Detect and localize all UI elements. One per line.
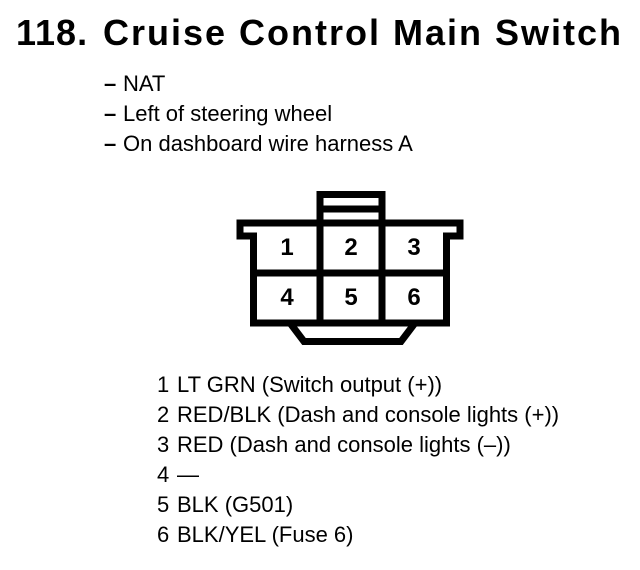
column-dividers xyxy=(316,194,386,323)
pin-description: RED/BLK (Dash and console lights (+)) xyxy=(177,402,560,427)
pin-cavity-4: 4 xyxy=(280,284,294,311)
section-number: 118. xyxy=(16,12,89,53)
pin-description: RED (Dash and console lights (–)) xyxy=(177,432,511,457)
pin-cavity-2: 2 xyxy=(344,234,358,261)
pin-legend-row: 2 RED/BLK (Dash and console lights (+)) xyxy=(157,400,559,430)
pin-number: 6 xyxy=(157,522,170,547)
pin-number: 2 xyxy=(157,402,170,427)
pin-description: LT GRN (Switch output (+)) xyxy=(177,372,443,397)
note-text: On dashboard wire harness A xyxy=(123,131,413,156)
note-line: – NAT xyxy=(104,69,413,99)
pin-legend-row: 4 — xyxy=(157,460,559,490)
pin-description: BLK (G501) xyxy=(177,492,294,517)
pin-number: 4 xyxy=(157,462,170,487)
note-line: – Left of steering wheel xyxy=(104,99,413,129)
pin-number: 1 xyxy=(157,372,170,397)
pin-legend-row: 6 BLK/YEL (Fuse 6) xyxy=(157,520,559,550)
pin-cavity-5: 5 xyxy=(344,284,358,311)
pin-cavity-3: 3 xyxy=(407,234,421,261)
connector-diagram: 1 2 3 4 5 6 xyxy=(225,185,475,350)
page-title: 118. Cruise Control Main Switch xyxy=(16,14,623,52)
pin-number: 5 xyxy=(157,492,170,517)
note-line: – On dashboard wire harness A xyxy=(104,129,413,159)
bottom-key-tab xyxy=(287,320,418,345)
pin-legend-row: 5 BLK (G501) xyxy=(157,490,559,520)
pin-cavity-6: 6 xyxy=(407,284,421,311)
pin-description: — xyxy=(177,462,199,487)
pin-cavity-1: 1 xyxy=(280,234,294,261)
pin-legend: 1 LT GRN (Switch output (+)) 2 RED/BLK (… xyxy=(157,370,559,550)
dash-bullet: – xyxy=(104,101,117,126)
connector-body-outline xyxy=(236,219,464,327)
dash-bullet: – xyxy=(104,71,117,96)
section-title: Cruise Control Main Switch xyxy=(103,12,624,53)
connector-outline-drawing xyxy=(236,191,464,345)
note-text: Left of steering wheel xyxy=(123,101,333,126)
pin-legend-row: 1 LT GRN (Switch output (+)) xyxy=(157,370,559,400)
pin-description: BLK/YEL (Fuse 6) xyxy=(177,522,354,547)
note-text: NAT xyxy=(123,71,166,96)
location-notes: – NAT – Left of steering wheel – On dash… xyxy=(104,69,413,159)
pin-number: 3 xyxy=(157,432,170,457)
dash-bullet: – xyxy=(104,131,117,156)
pin-legend-row: 3 RED (Dash and console lights (–)) xyxy=(157,430,559,460)
